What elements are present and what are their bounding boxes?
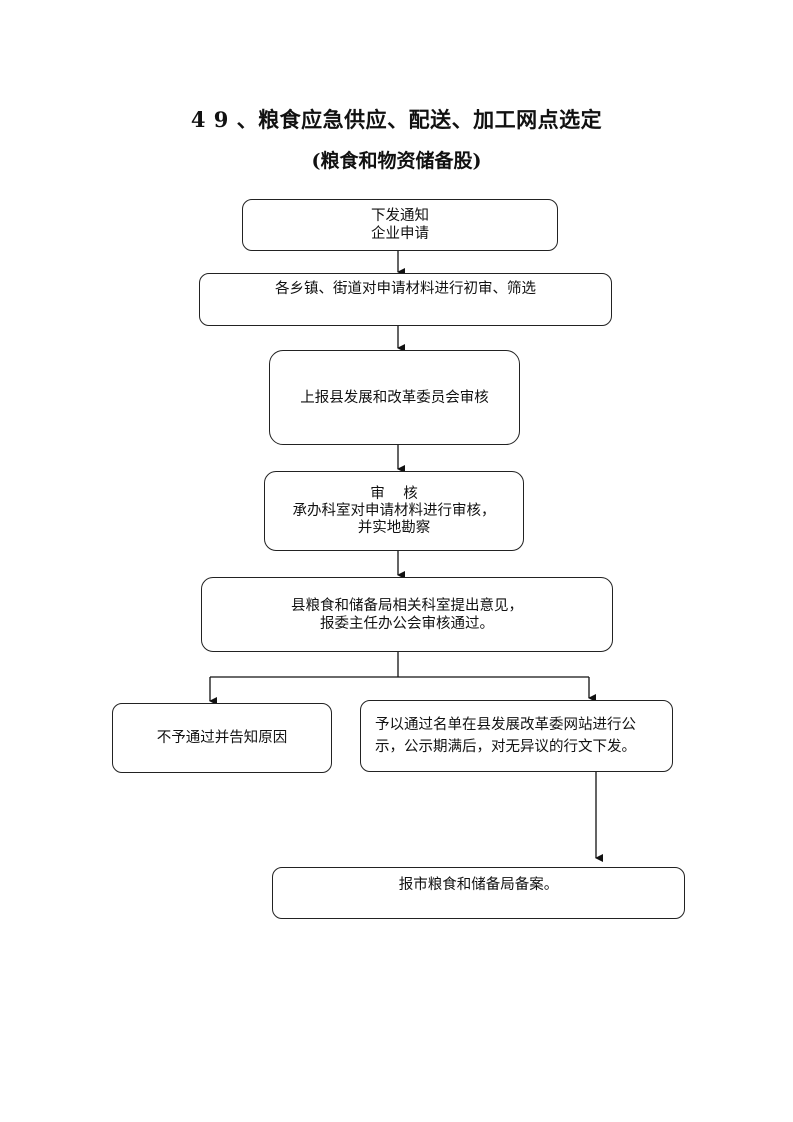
step-line: 下发通知 xyxy=(371,208,429,224)
step-line: 县粮食和储备局相关科室提出意见， xyxy=(291,597,523,614)
step-rejected: 不予通过并告知原因 xyxy=(112,703,332,773)
step-city-filing: 报市粮食和储备局备案。 xyxy=(272,867,685,919)
step-line: 并实地勘察 xyxy=(357,519,431,536)
step-report-county: 上报县发展和改革委员会审核 xyxy=(269,350,520,445)
step-bureau-opinion: 县粮食和储备局相关科室提出意见， 报委主任办公会审核通过。 xyxy=(201,577,613,652)
page-title: 4 9 、粮食应急供应、配送、加工网点选定 xyxy=(190,107,603,132)
step-approved-publicity: 予以通过名单在县发展改革委网站进行公 示，公示期满后，对无异议的行文下发。 xyxy=(360,700,673,772)
step-line: 上报县发展和改革委员会审核 xyxy=(300,389,489,406)
step-line: 承办科室对申请材料进行审核， xyxy=(292,502,496,519)
step-preliminary-review: 各乡镇、街道对申请材料进行初审、筛选 xyxy=(199,273,612,326)
step-notice-application: 下发通知 企业申请 xyxy=(242,199,558,251)
step-line: 报委主任办公会审核通过。 xyxy=(320,615,494,632)
step-line: 不予通过并告知原因 xyxy=(156,730,288,746)
step-review-inspection: 审 核 承办科室对申请材料进行审核， 并实地勘察 xyxy=(264,471,524,551)
step-line: 示，公示期满后，对无异议的行文下发。 xyxy=(375,739,636,755)
step-line: 各乡镇、街道对申请材料进行初审、筛选 xyxy=(275,281,536,297)
step-line: 予以通过名单在县发展改革委网站进行公 xyxy=(375,717,636,733)
step-line: 审 核 xyxy=(370,485,418,502)
step-line: 报市粮食和储备局备案。 xyxy=(398,877,559,893)
page-subtitle: (粮食和物资储备股) xyxy=(311,150,482,172)
step-line: 企业申请 xyxy=(371,226,429,242)
